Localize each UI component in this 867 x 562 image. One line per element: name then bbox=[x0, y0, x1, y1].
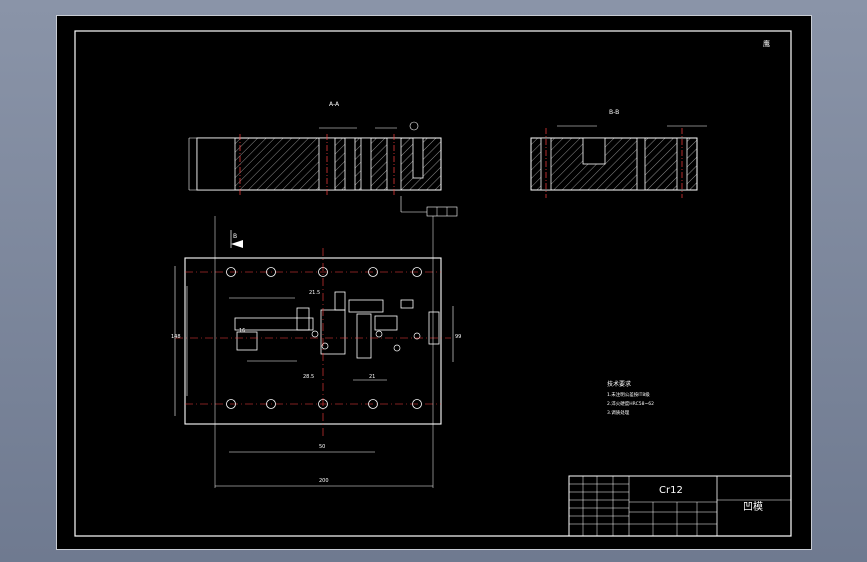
section-bb-label: B-B bbox=[609, 109, 619, 116]
drawing-frame bbox=[74, 30, 792, 537]
dim-label: 21.5 bbox=[309, 290, 320, 296]
dim-label: 28.5 bbox=[303, 374, 314, 380]
section-bb-view bbox=[530, 125, 707, 198]
dim-label: 99 bbox=[455, 334, 461, 340]
section-aa-label: A-A bbox=[329, 101, 340, 108]
plan-view: 21.5 16 148 200 99 28.5 21 50 bbox=[171, 216, 461, 488]
mounting-hole bbox=[226, 399, 236, 409]
cad-drawing: 鹰 A-A B-B bbox=[74, 30, 792, 537]
dim-label: 148 bbox=[171, 334, 181, 340]
corner-stamp: 鹰 bbox=[763, 39, 770, 48]
dim-label: 21 bbox=[369, 374, 375, 380]
mounting-hole bbox=[266, 399, 276, 409]
tech-requirement-item: 2.淬火硬度HRC58~62 bbox=[607, 400, 654, 407]
mounting-hole bbox=[266, 267, 276, 277]
tech-requirements-title: 技术要求 bbox=[607, 380, 631, 388]
drawing-viewport[interactable]: 鹰 A-A B-B bbox=[56, 15, 812, 550]
mounting-hole bbox=[368, 399, 378, 409]
dim-label: 200 bbox=[319, 478, 329, 484]
title-block: Cr12 凹模 bbox=[568, 475, 792, 537]
tech-requirement-item: 3.调质处理 bbox=[607, 409, 630, 416]
dim-label: 16 bbox=[239, 328, 245, 334]
dim-label: 50 bbox=[319, 444, 325, 450]
mounting-hole bbox=[412, 399, 422, 409]
tech-requirement-item: 1.未注明公差按IT8级 bbox=[607, 391, 650, 398]
part-name-label: 凹模 bbox=[743, 501, 763, 513]
section-aa-view bbox=[188, 121, 458, 217]
mounting-hole bbox=[412, 267, 422, 277]
mounting-hole bbox=[368, 267, 378, 277]
tech-requirements-note: 技术要求 1.未注明公差按IT8级 2.淬火硬度HRC58~62 3.调质处理 bbox=[607, 380, 654, 416]
view-arrow-label: B bbox=[233, 233, 237, 240]
mounting-hole bbox=[226, 267, 236, 277]
material-label: Cr12 bbox=[659, 485, 683, 496]
